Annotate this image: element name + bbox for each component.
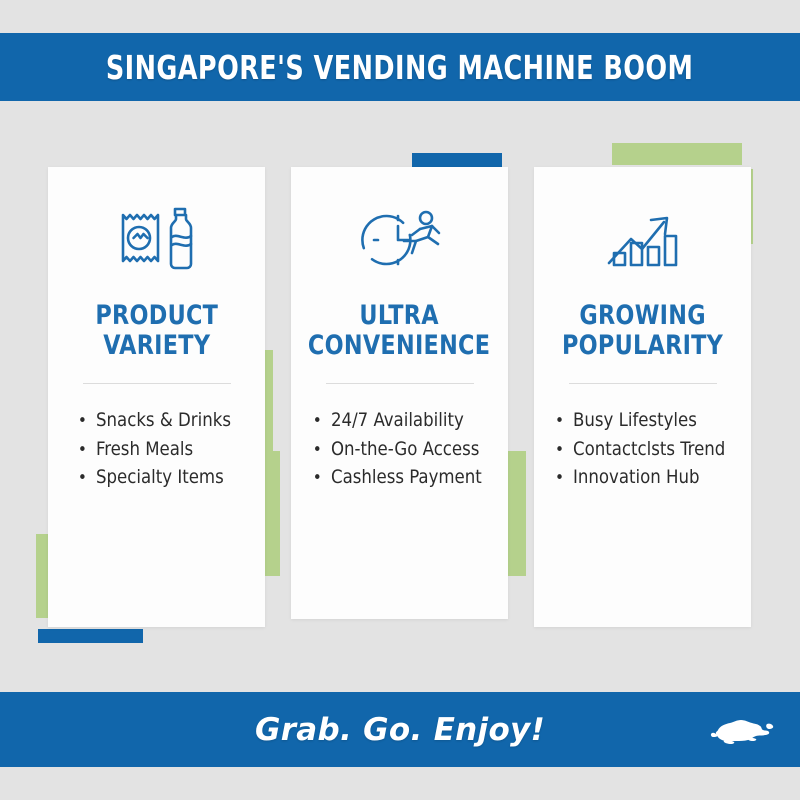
- list-item: • Busy Lifestyles: [555, 406, 730, 434]
- footer-bar: Grab. Go. Enjoy!: [0, 692, 800, 767]
- bullet-dot-icon: •: [77, 439, 87, 460]
- list-item-label: Specialty Items: [95, 465, 224, 488]
- bullet-dot-icon: •: [554, 411, 564, 432]
- card-title: PRODUCT VARIETY: [95, 300, 218, 362]
- accent-green-card2-right: [508, 451, 526, 576]
- clock-and-running-person-icon: [354, 205, 446, 271]
- card-title-line2: POPULARITY: [561, 330, 724, 362]
- card-content: PRODUCT VARIETY • Snacks & Drinks • Fresh …: [48, 167, 265, 491]
- card-title-line1: PRODUCT: [95, 300, 218, 331]
- card-growing-popularity[interactable]: GROWING POPULARITY • Busy Lifestyles • Con…: [534, 167, 751, 627]
- card-divider: [82, 383, 231, 385]
- list-item: • Specialty Items: [78, 463, 235, 491]
- growth-bar-chart-arrow-icon: [604, 205, 682, 271]
- page-title: SINGAPORE'S VENDING MACHINE BOOM: [106, 47, 694, 87]
- list-item-label: Busy Lifestyles: [572, 409, 697, 432]
- card-title-line1: ULTRA: [359, 300, 440, 331]
- list-item: • Contactclsts Trend: [555, 435, 730, 463]
- card-ultra-convenience[interactable]: ULTRA CONVENIENCE • 24/7 Availability • On…: [291, 167, 508, 619]
- card-content: GROWING POPULARITY • Busy Lifestyles • Con…: [534, 167, 751, 491]
- card-divider: [325, 383, 474, 385]
- bullet-dot-icon: •: [77, 467, 87, 488]
- accent-blue-card2-top: [412, 153, 502, 168]
- accent-blue-card1-bottom: [38, 629, 143, 643]
- bullet-dot-icon: •: [312, 411, 322, 432]
- list-item: • 24/7 Availability: [313, 406, 486, 434]
- list-item-label: Snacks & Drinks: [95, 409, 231, 432]
- list-item: • Fresh Meals: [78, 435, 235, 463]
- card-bullet-list: • Snacks & Drinks • Fresh Meals • Specialty…: [78, 406, 235, 490]
- card-title: ULTRA CONVENIENCE: [308, 300, 491, 362]
- accent-green-card2-left: [262, 451, 280, 576]
- list-item-label: Cashless Payment: [330, 465, 482, 488]
- list-item: • Cashless Payment: [313, 463, 486, 491]
- card-title: GROWING POPULARITY: [561, 300, 724, 362]
- list-item: • Snacks & Drinks: [78, 406, 235, 434]
- list-item-label: On-the-Go Access: [330, 437, 480, 460]
- bullet-dot-icon: •: [77, 411, 87, 432]
- header-bar: SINGAPORE'S VENDING MACHINE BOOM: [0, 33, 800, 101]
- list-item: • Innovation Hub: [555, 463, 730, 491]
- card-title-line2: VARIETY: [102, 330, 211, 362]
- card-product-variety[interactable]: PRODUCT VARIETY • Snacks & Drinks • Fresh …: [48, 167, 265, 627]
- bullet-dot-icon: •: [312, 467, 322, 488]
- bullet-dot-icon: •: [554, 467, 564, 488]
- list-item-label: Innovation Hub: [572, 465, 700, 488]
- list-item-label: 24/7 Availability: [330, 409, 464, 432]
- cards-stage: PRODUCT VARIETY • Snacks & Drinks • Fresh …: [0, 101, 800, 685]
- snack-bag-and-bottle-icon: [115, 205, 199, 271]
- card-title-line2: CONVENIENCE: [308, 330, 491, 362]
- card-bullet-list: • Busy Lifestyles • Contactclsts Trend • In…: [555, 406, 730, 490]
- singapore-map-icon: [710, 720, 774, 744]
- card-bullet-list: • 24/7 Availability • On-the-Go Access • Ca…: [313, 406, 486, 490]
- footer-tagline: Grab. Go. Enjoy!: [254, 711, 546, 748]
- accent-green-card3-top: [612, 143, 742, 165]
- list-item-label: Fresh Meals: [95, 437, 194, 460]
- list-item-label: Contactclsts Trend: [572, 437, 726, 460]
- card-content: ULTRA CONVENIENCE • 24/7 Availability • On…: [291, 167, 508, 491]
- card-title-line1: GROWING: [579, 300, 706, 331]
- bullet-dot-icon: •: [312, 439, 322, 460]
- list-item: • On-the-Go Access: [313, 435, 486, 463]
- card-divider: [568, 383, 717, 385]
- bullet-dot-icon: •: [554, 439, 564, 460]
